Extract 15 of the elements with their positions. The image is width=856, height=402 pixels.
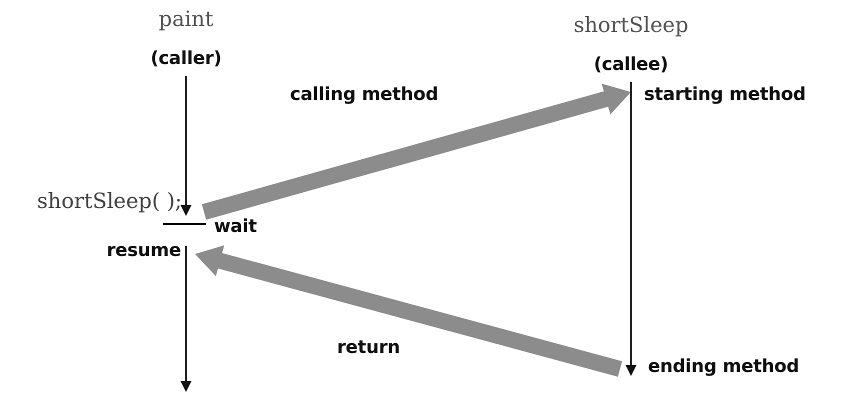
object-name: shortSleep <box>574 12 688 38</box>
role-label: (caller) <box>150 48 222 70</box>
arrow <box>180 76 192 216</box>
thick-arrow <box>195 245 622 377</box>
step-label: ending method <box>648 356 800 378</box>
thick-arrow <box>202 84 631 220</box>
step-label: starting method <box>644 84 806 106</box>
state-label: wait <box>214 216 257 238</box>
step-label: resume <box>106 240 181 262</box>
arrow <box>626 82 636 376</box>
method-call-text: shortSleep( ); <box>37 188 182 214</box>
object-name: paint <box>158 6 214 32</box>
role-label: (callee) <box>594 54 668 76</box>
arrow <box>180 246 192 392</box>
edge-label: calling method <box>290 84 438 106</box>
